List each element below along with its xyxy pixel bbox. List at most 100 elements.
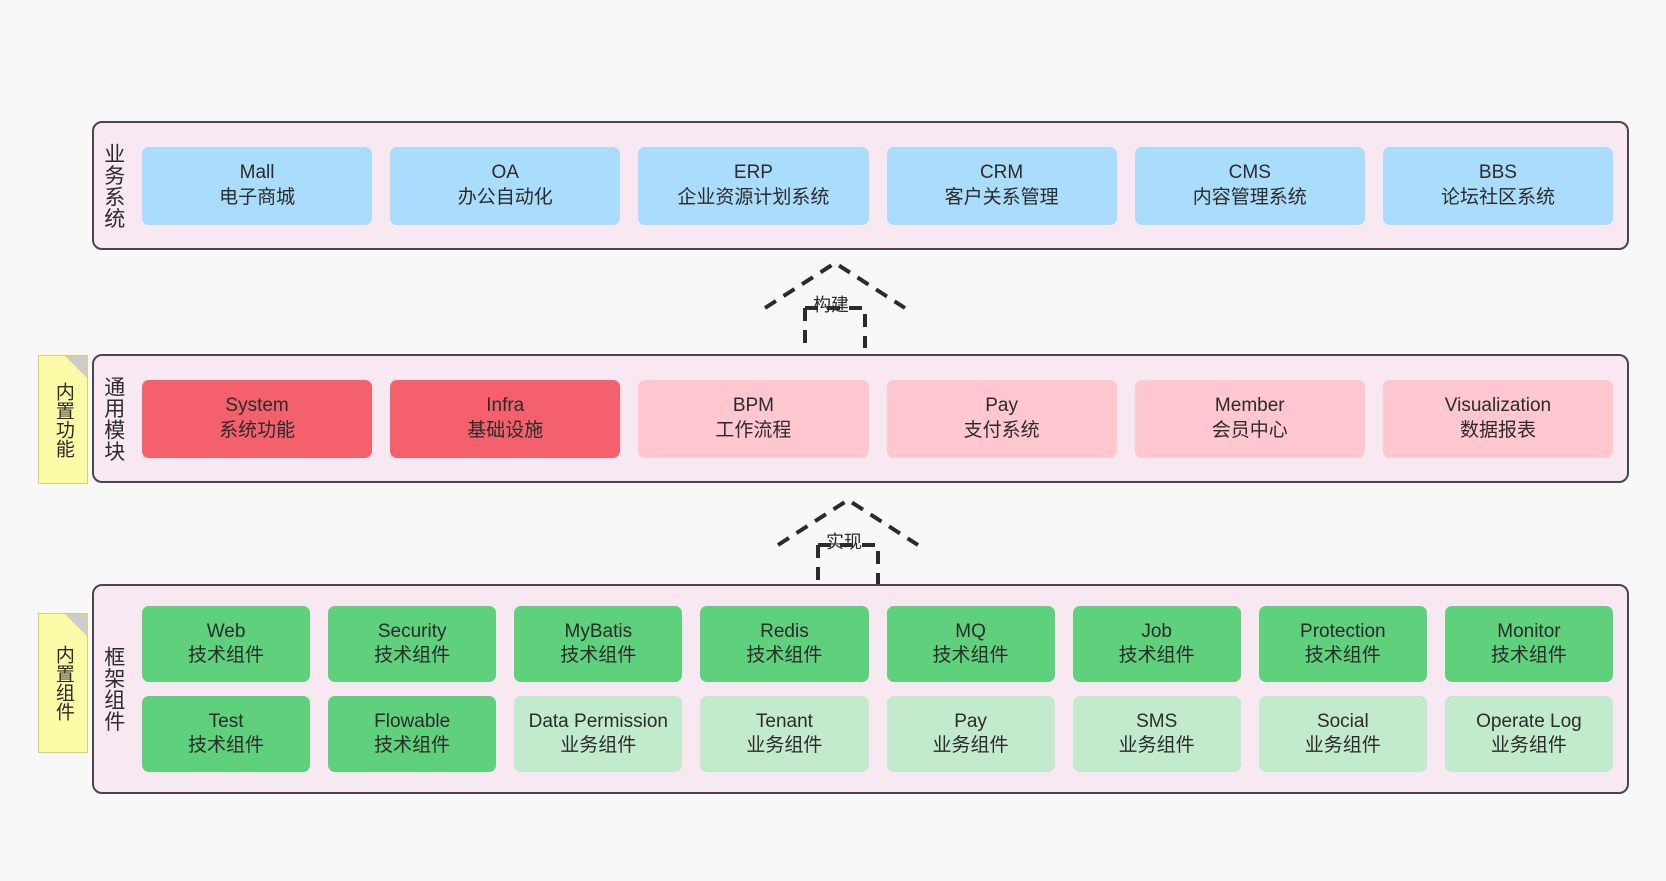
card-title-cn: 技术组件 [1118,645,1195,666]
layer-body-modules: System 系统功能 Infra 基础设施 BPM 工作流程 Pay 支付系统… [132,356,1627,481]
card-mybatis[interactable]: MyBatis 技术组件 [514,606,683,682]
card-title-cn: 客户关系管理 [944,186,1059,208]
card-title-en: Mall [239,162,275,184]
layer-body-business: Mall 电子商城 OA 办公自动化 ERP 企业资源计划系统 CRM 客户关系… [132,123,1627,248]
card-crm[interactable]: CRM 客户关系管理 [886,146,1117,225]
card-redis[interactable]: Redis 技术组件 [700,606,869,682]
layer-title-modules: 通用模块 [101,375,125,462]
card-cms[interactable]: CMS 内容管理系统 [1134,146,1365,225]
card-job[interactable]: Job 技术组件 [1072,606,1241,682]
layer-business-systems: 业务系统 Mall 电子商城 OA 办公自动化 ERP 企业资源计划系统 CRM [92,121,1629,250]
note-builtin-component: 内置组件 [38,613,88,753]
card-title-en: Protection [1300,620,1386,642]
card-operate-log[interactable]: Operate Log 业务组件 [1444,696,1613,772]
card-title-cn: 内容管理系统 [1192,186,1307,208]
card-oa[interactable]: OA 办公自动化 [390,146,621,225]
card-title-en: CRM [979,162,1024,184]
generalization-arrow-build: 构建 [755,258,915,348]
note-fold-icon [65,614,87,636]
layer-body-framework: Web 技术组件 Security 技术组件 MyBatis 技术组件 Redi… [132,586,1627,792]
card-test[interactable]: Test 技术组件 [142,696,311,772]
card-social[interactable]: Social 业务组件 [1258,696,1427,772]
card-title-cn: 业务组件 [560,735,637,756]
card-title-cn: 技术组件 [746,645,823,666]
layer-title-business: 业务系统 [101,142,125,229]
card-title-en: Web [206,620,246,642]
card-title-cn: 技术组件 [932,645,1009,666]
card-row-modules: System 系统功能 Infra 基础设施 BPM 工作流程 Pay 支付系统… [142,379,1614,458]
card-title-en: Security [377,620,447,642]
card-title-en: Operate Log [1476,710,1582,732]
card-row-framework-tech: Web 技术组件 Security 技术组件 MyBatis 技术组件 Redi… [142,606,1613,682]
card-mq[interactable]: MQ 技术组件 [886,606,1055,682]
card-bbs[interactable]: BBS 论坛社区系统 [1382,146,1614,225]
card-infra[interactable]: Infra 基础设施 [390,379,621,458]
card-title-en: BBS [1478,162,1517,184]
card-title-cn: 技术组件 [374,645,451,666]
card-title-en: Member [1214,395,1285,417]
card-title-en: MQ [955,620,986,642]
card-title-cn: 技术组件 [1490,645,1567,666]
card-title-en: Infra [486,395,525,417]
card-title-cn: 电子商城 [219,186,296,208]
card-mall[interactable]: Mall 电子商城 [142,146,373,225]
card-title-cn: 数据报表 [1459,419,1536,441]
card-title-cn: 业务组件 [932,735,1009,756]
card-title-en: Tenant [755,710,813,732]
card-title-en: Monitor [1497,620,1561,642]
card-member[interactable]: Member 会员中心 [1134,379,1365,458]
card-title-en: Visualization [1444,395,1552,417]
card-title-en: Data Permission [528,710,668,732]
card-data-permission[interactable]: Data Permission 业务组件 [514,696,683,772]
note-text: 内置组件 [52,645,74,721]
card-title-cn: 支付系统 [963,419,1040,441]
card-erp[interactable]: ERP 企业资源计划系统 [638,146,869,225]
card-title-cn: 业务组件 [1118,735,1195,756]
card-title-en: Social [1316,710,1369,732]
arrow-label-implement: 实现 [826,532,862,552]
layer-framework-components: 框架组件 Web 技术组件 Security 技术组件 MyBatis 技术组件… [92,584,1629,794]
note-text: 内置功能 [52,381,74,458]
card-flowable[interactable]: Flowable 技术组件 [328,696,497,772]
card-title-cn: 技术组件 [560,645,637,666]
card-tenant[interactable]: Tenant 业务组件 [700,696,869,772]
generalization-arrow-implement: 实现 [768,495,928,585]
card-system[interactable]: System 系统功能 [142,379,373,458]
card-title-en: Pay [954,710,987,732]
card-title-cn: 业务组件 [1490,735,1567,756]
card-title-en: Redis [760,620,809,642]
card-title-en: Flowable [374,710,451,732]
card-title-en: System [225,395,289,417]
card-title-cn: 会员中心 [1211,419,1288,441]
card-title-en: BPM [732,395,775,417]
card-title-en: Pay [985,395,1018,417]
card-title-en: ERP [733,162,773,184]
card-title-cn: 办公自动化 [457,186,553,208]
card-protection[interactable]: Protection 技术组件 [1258,606,1427,682]
card-monitor[interactable]: Monitor 技术组件 [1444,606,1613,682]
card-title-cn: 技术组件 [374,735,451,756]
card-title-en: Test [208,710,244,732]
card-title-en: Job [1141,620,1172,642]
note-builtin-function: 内置功能 [38,355,88,484]
layer-common-modules: 通用模块 System 系统功能 Infra 基础设施 BPM 工作流程 Pay [92,354,1629,483]
card-title-cn: 业务组件 [746,735,823,756]
card-pay-module[interactable]: Pay 支付系统 [886,379,1117,458]
card-title-cn: 基础设施 [467,419,544,441]
card-title-cn: 系统功能 [219,419,296,441]
card-web[interactable]: Web 技术组件 [142,606,311,682]
card-row-business: Mall 电子商城 OA 办公自动化 ERP 企业资源计划系统 CRM 客户关系… [142,146,1614,225]
card-sms[interactable]: SMS 业务组件 [1072,696,1241,772]
card-row-framework-biz: Test 技术组件 Flowable 技术组件 Data Permission … [142,696,1613,772]
card-title-en: SMS [1136,710,1178,732]
card-title-cn: 技术组件 [1304,645,1381,666]
card-title-cn: 企业资源计划系统 [677,186,830,208]
card-security[interactable]: Security 技术组件 [328,606,497,682]
card-title-en: CMS [1228,162,1271,184]
card-pay-component[interactable]: Pay 业务组件 [886,696,1055,772]
card-title-en: MyBatis [564,620,633,642]
card-visualization[interactable]: Visualization 数据报表 [1382,379,1614,458]
card-bpm[interactable]: BPM 工作流程 [638,379,869,458]
card-title-cn: 工作流程 [715,419,792,441]
